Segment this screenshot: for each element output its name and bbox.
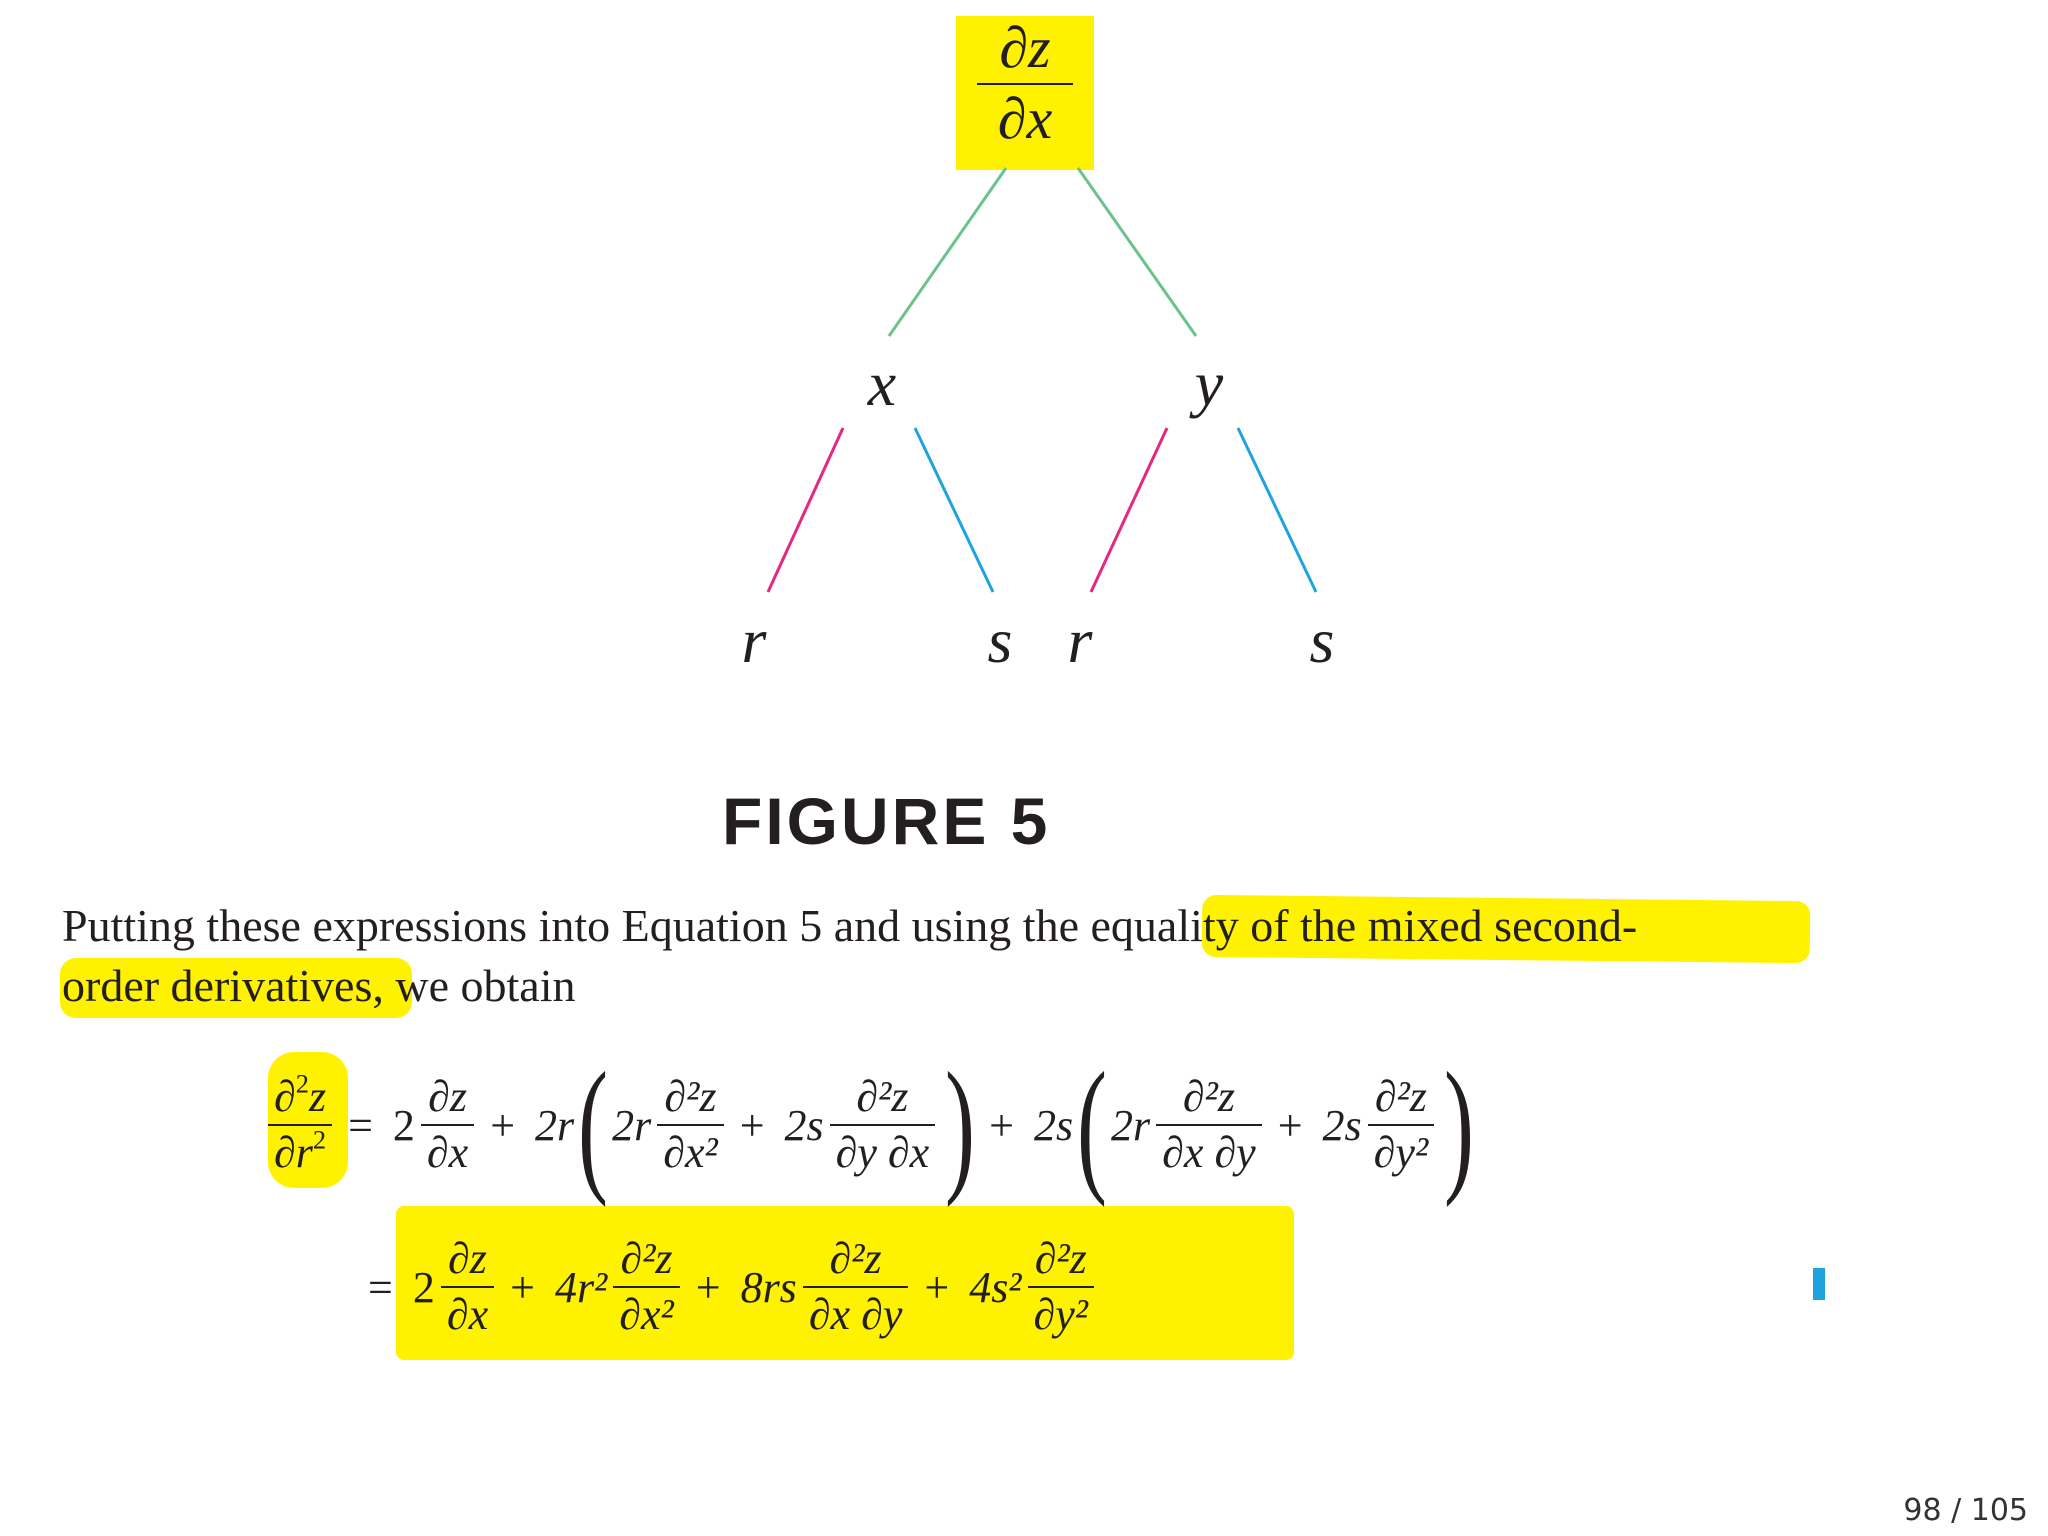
eq2-coef2: 4r² xyxy=(554,1262,608,1312)
eq1-coef2: 2r xyxy=(535,1100,575,1150)
paragraph-text-1a: Putting these expressions into Equation … xyxy=(62,900,1091,951)
eq1-term4: ∂²z∂x ∂y xyxy=(1156,1073,1262,1176)
eq2-equals: = xyxy=(368,1262,393,1312)
eq1-term1: ∂z∂x xyxy=(420,1073,475,1176)
edge-root-y xyxy=(1076,167,1198,337)
tree-node-x: x xyxy=(867,348,897,419)
eq1-coef5: 2s xyxy=(1033,1100,1074,1150)
edge-y-r xyxy=(1089,427,1169,593)
edge-x-s xyxy=(913,427,995,593)
eq1-equals: = xyxy=(348,1100,373,1150)
eq2-plus2: + xyxy=(695,1262,721,1312)
eq1-plus1: + xyxy=(490,1100,516,1150)
eq2-plus3: + xyxy=(924,1262,950,1312)
paragraph-text-2b: , we obtain xyxy=(372,960,576,1011)
paragraph-line-2: order derivatives, we obtain xyxy=(62,956,576,1016)
tree-root-fraction: ∂z ∂x xyxy=(960,15,1090,151)
tree-leaf-s2: s xyxy=(1309,605,1335,676)
text-cursor xyxy=(1813,1268,1825,1300)
edge-root-x xyxy=(887,167,1008,337)
eq1-coef4: 2s xyxy=(784,1100,824,1150)
root-numerator: ∂z xyxy=(999,15,1051,80)
equation-line-2: = 2 ∂z∂x + 4r² ∂²z∂x² + 8rs ∂²z∂x ∂y + 4… xyxy=(358,1222,1100,1352)
lhs-highlight xyxy=(268,1052,348,1188)
edge-x-r xyxy=(766,427,845,593)
eq1-coef3: 2r xyxy=(612,1100,652,1150)
eq1-coef6: 2r xyxy=(1111,1100,1151,1150)
tree-leaf-r2: r xyxy=(1067,605,1093,676)
eq1-lparen1: ( xyxy=(578,1042,609,1208)
eq2-term3: ∂²z∂x ∂y xyxy=(802,1235,909,1338)
lhs-num-var: z xyxy=(308,1071,327,1121)
eq2-plus1: + xyxy=(510,1262,535,1312)
eq1-coef1: 2 xyxy=(392,1100,415,1150)
eq1-term2: ∂²z∂x² xyxy=(657,1073,724,1176)
eq1-plus4: + xyxy=(1277,1100,1303,1150)
root-highlight xyxy=(956,16,1094,170)
tree-edges xyxy=(766,167,1318,593)
figure-label: FIGURE 5 xyxy=(722,784,1051,858)
equation-line-1: ∂2z ∂r2 = 2 ∂z∂x + 2r ( 2r ∂²z∂x² + 2s ∂… xyxy=(262,1050,1478,1200)
eq1-coef7: 2s xyxy=(1322,1100,1362,1150)
root-fraction-bar xyxy=(977,82,1073,85)
lhs-num-sup: 2 xyxy=(295,1068,309,1099)
lhs-fraction: ∂2z ∂r2 xyxy=(268,1070,333,1177)
tree-leaf-r1: r xyxy=(741,605,767,676)
tree-node-y: y xyxy=(1194,348,1224,419)
paragraph-text-1b: equality of the mixed second- xyxy=(1090,900,1638,951)
tree-leaf-s1: s xyxy=(987,605,1013,676)
paragraph-text-2a: order derivatives xyxy=(62,960,373,1011)
eq1-plus3: + xyxy=(989,1100,1014,1150)
eq2-coef4: 4s² xyxy=(969,1262,1022,1312)
eq1-rparen1: ) xyxy=(945,1042,976,1208)
eq1-rparen2: ) xyxy=(1444,1042,1475,1208)
root-denominator: ∂x xyxy=(997,85,1053,151)
eq1-lparen2: ( xyxy=(1077,1042,1108,1208)
paragraph-line-1: Putting these expressions into Equation … xyxy=(62,896,1637,956)
eq1-plus2: + xyxy=(739,1100,765,1150)
eq2-coef1: 2 xyxy=(412,1262,435,1312)
eq2-term4: ∂²z∂y² xyxy=(1027,1235,1094,1338)
eq1-term3: ∂²z∂y ∂x xyxy=(829,1073,936,1176)
lhs-den: ∂r xyxy=(274,1128,313,1177)
eq2-term2: ∂²z∂x² xyxy=(613,1235,680,1338)
result-highlight xyxy=(396,1206,1294,1360)
lhs-den-sup: 2 xyxy=(312,1124,327,1155)
edge-y-s xyxy=(1236,427,1318,593)
lhs-num-d: ∂ xyxy=(274,1071,296,1121)
eq2-term1: ∂z∂x xyxy=(440,1235,495,1338)
eq2-coef3: 8rs xyxy=(740,1262,797,1312)
eq1-term5: ∂²z∂y² xyxy=(1367,1073,1435,1176)
page-indicator: 98 / 105 xyxy=(1903,1493,2028,1528)
paragraph-highlight-2 xyxy=(60,958,412,1018)
